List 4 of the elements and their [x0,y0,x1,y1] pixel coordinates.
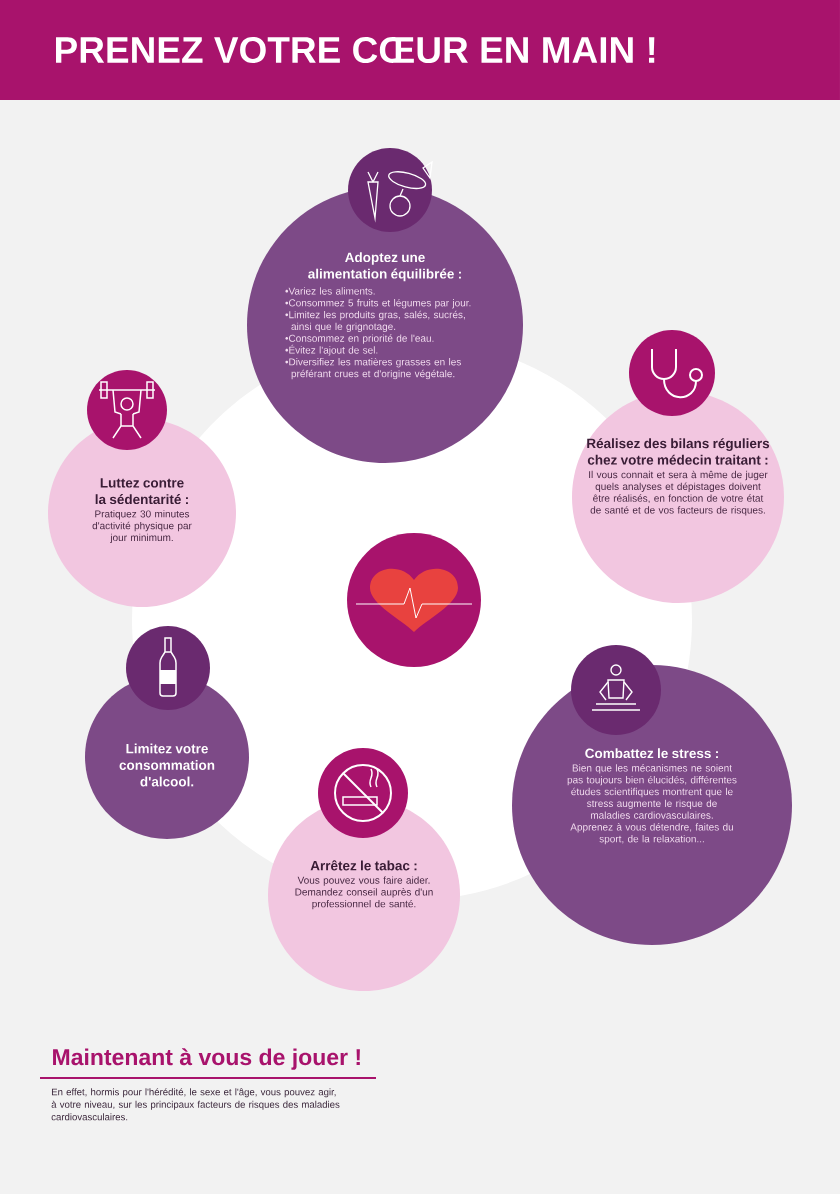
title-banner: PRENEZ VOTRE CŒUR EN MAIN ! [0,0,840,100]
heart-drawing [347,533,481,667]
paragraph: En effet, hormis pour l'hérédité, le sexe et l'âge, vous pouvez agir, à votre niveau, sur les principaux facteurs de risques des maladies cardiovasculaires. [51,1088,340,1121]
section-heading: Maintenant à vous de jouer ! [53,1048,360,1070]
